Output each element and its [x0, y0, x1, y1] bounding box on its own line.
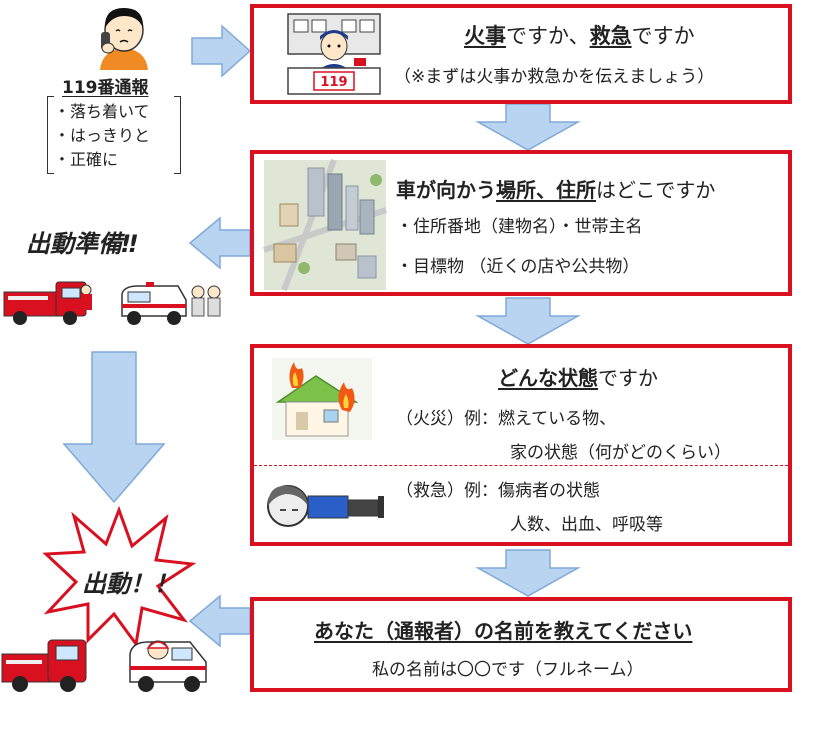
house-fire-icon: [272, 358, 372, 440]
step2-address: 場所、住所: [496, 178, 596, 202]
fire-truck-icon: [1, 639, 87, 692]
step4-question: あなた（通報者）の名前を教えてください: [314, 619, 693, 643]
arrow-left-icon: [188, 594, 251, 648]
burst-shape: [42, 505, 197, 648]
step3-fire-line: 家の状態（何がどのくらい）: [510, 443, 731, 463]
caller-title: 119番通報: [62, 78, 149, 98]
arrow-down-icon: [475, 549, 581, 597]
step1-q-text: ですか: [631, 24, 695, 48]
caller-person-icon: [100, 8, 148, 70]
caller-tip: ・落ち着いて: [54, 102, 150, 121]
step3-q-text: ですか: [598, 366, 658, 390]
arrow-right-icon: [191, 24, 252, 78]
step2-item: ・住所番地（建物名）・世帯主名: [396, 217, 643, 237]
step4-box: あなた（通報者）の名前を教えてください 私の名前は〇〇です（フルネーム）: [250, 597, 792, 692]
step2-box: 車が向かう場所、住所はどこですか ・住所番地（建物名）・世帯主名 ・目標物 （近…: [250, 150, 792, 296]
dispatcher-icon: 119: [287, 13, 381, 95]
prepare-label: 出動準備‼: [26, 230, 138, 258]
arrow-left-icon: [188, 216, 251, 270]
arrow-down-big-icon: [62, 351, 166, 504]
step1-q-text: ですか、: [506, 24, 590, 48]
step2-q-text: 車が向かう: [396, 178, 496, 202]
step1-fire: 火事: [464, 24, 506, 48]
arrow-down-icon: [475, 297, 581, 345]
step1-box: 119 火事ですか、救急ですか （※まずは火事か救急かを伝えましょう）: [250, 4, 792, 104]
step3-fire-line: （火災）例：燃えている物、: [396, 409, 617, 429]
caller-tip: ・正確に: [54, 150, 119, 169]
caller-tips-list: ・落ち着いて ・はっきりと ・正確に: [47, 96, 181, 174]
step3-state: どんな状態: [498, 366, 598, 390]
step3-divider: [254, 465, 788, 466]
step4-answer: 私の名前は〇〇です（フルネーム）: [372, 660, 644, 680]
injured-person-icon: [267, 485, 384, 527]
ambulance-icon: [121, 282, 221, 325]
step2-q-text: はどこですか: [596, 178, 716, 202]
fire-truck-icon: [3, 281, 92, 325]
city-map-icon: [263, 158, 387, 292]
step3-ems-line: （救急）例：傷病者の状態: [396, 481, 600, 501]
step3-ems-line: 人数、出血、呼吸等: [510, 515, 663, 535]
caller-tip: ・はっきりと: [54, 126, 151, 145]
step1-note: （※まずは火事か救急かを伝えましょう）: [394, 67, 715, 87]
dispatch-sign-label: 119: [320, 75, 347, 90]
step3-box: どんな状態ですか （火災）例：燃えている物、 家の状態（何がどのくらい） （救急…: [250, 344, 792, 546]
step1-ems: 救急: [589, 24, 632, 48]
dispatch-label: 出動！！: [82, 570, 178, 598]
arrow-down-icon: [475, 103, 581, 151]
step2-item: ・目標物 （近くの店や公共物）: [396, 257, 640, 277]
ambulance-icon: [129, 640, 207, 692]
